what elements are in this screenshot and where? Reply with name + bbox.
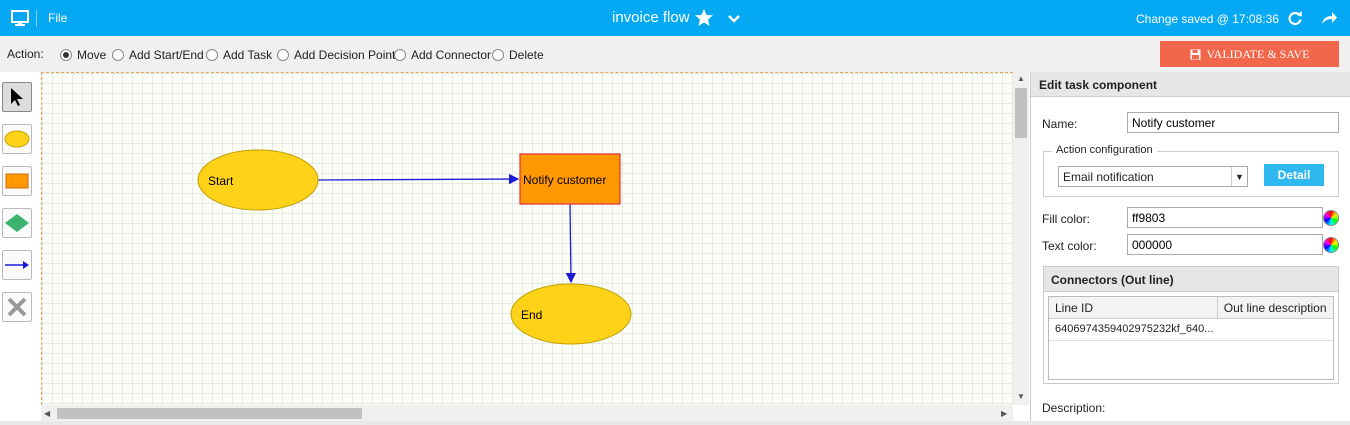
status-strip xyxy=(0,421,1350,425)
panel-title: Edit task component xyxy=(1031,72,1350,97)
start-node[interactable]: Start xyxy=(197,149,319,211)
line-id-cell: 6406974359402975232kf_640... xyxy=(1055,323,1214,335)
radio-label: Add Connector xyxy=(411,48,492,62)
tool-palette xyxy=(0,72,40,425)
divider xyxy=(36,10,37,27)
decision-tool[interactable] xyxy=(2,208,32,238)
flow-title: invoice flow xyxy=(612,9,690,26)
radio-label: Delete xyxy=(509,48,544,62)
action-bar: Action: Move Add Start/End Add Task Add … xyxy=(0,36,1350,72)
name-input[interactable] xyxy=(1127,112,1339,133)
text-color-label: Text color: xyxy=(1042,239,1097,253)
name-label: Name: xyxy=(1042,117,1078,131)
task-tool[interactable] xyxy=(2,166,32,196)
task-node[interactable]: Notify customer xyxy=(519,153,621,205)
arrow-right-icon xyxy=(5,261,29,269)
ellipse-icon xyxy=(4,130,30,148)
share-icon[interactable] xyxy=(1320,10,1338,26)
chevron-down-icon[interactable] xyxy=(726,11,742,27)
action-label: Action: xyxy=(7,47,44,61)
text-color-input[interactable] xyxy=(1127,234,1323,255)
scroll-thumb[interactable] xyxy=(57,408,362,419)
connectors-table: Line ID Out line description 64069743594… xyxy=(1048,296,1334,380)
task-label: Notify customer xyxy=(523,173,606,187)
validate-save-button[interactable]: VALIDATE & SAVE xyxy=(1160,41,1339,67)
diamond-icon xyxy=(5,214,29,232)
radio-add-decision-point[interactable]: Add Decision Point xyxy=(277,48,395,62)
close-icon xyxy=(7,297,27,317)
file-menu[interactable]: File xyxy=(48,11,68,25)
radio-move[interactable]: Move xyxy=(60,48,106,62)
description-cell xyxy=(1218,319,1333,340)
radio-add-connector[interactable]: Add Connector xyxy=(394,48,491,62)
scroll-down-icon[interactable]: ▼ xyxy=(1017,392,1025,401)
pointer-tool[interactable] xyxy=(2,82,32,112)
rectangle-icon xyxy=(5,173,29,189)
scroll-up-icon[interactable]: ▲ xyxy=(1017,74,1025,83)
column-header-line-id[interactable]: Line ID xyxy=(1049,297,1218,318)
radio-dot[interactable] xyxy=(206,49,218,61)
radio-dot[interactable] xyxy=(277,49,289,61)
action-select-value: Email notification xyxy=(1063,170,1154,184)
validate-save-label: VALIDATE & SAVE xyxy=(1206,46,1310,61)
vertical-scrollbar[interactable]: ▲ ▼ xyxy=(1013,72,1029,405)
start-label: Start xyxy=(208,174,234,188)
action-select[interactable]: Email notification ▼ xyxy=(1058,166,1248,187)
refresh-icon[interactable] xyxy=(1287,10,1303,26)
top-bar: File invoice flow Change saved @ 17:08:3… xyxy=(0,0,1350,36)
edit-panel: Edit task component Name: Action configu… xyxy=(1030,72,1350,425)
fill-color-input[interactable] xyxy=(1127,207,1323,228)
fill-color-label: Fill color: xyxy=(1042,212,1091,226)
diagram-canvas[interactable]: Start Notify customer End xyxy=(41,72,1013,405)
connector-task-end[interactable] xyxy=(565,203,577,284)
radio-label: Add Decision Point xyxy=(294,48,396,62)
monitor-icon[interactable] xyxy=(11,9,29,27)
radio-dot[interactable] xyxy=(492,49,504,61)
table-header: Line ID Out line description xyxy=(1049,297,1333,319)
radio-label: Add Start/End xyxy=(129,48,204,62)
action-config-group: Action configuration Email notification … xyxy=(1043,144,1339,197)
start-end-tool[interactable] xyxy=(2,124,32,154)
radio-dot-selected[interactable] xyxy=(60,49,72,61)
color-wheel-icon[interactable] xyxy=(1323,210,1339,226)
radio-dot[interactable] xyxy=(112,49,124,61)
color-wheel-icon[interactable] xyxy=(1323,237,1339,253)
radio-dot[interactable] xyxy=(394,49,406,61)
connectors-title: Connectors (Out line) xyxy=(1044,267,1338,292)
floppy-icon xyxy=(1190,49,1201,59)
detail-button[interactable]: Detail xyxy=(1264,164,1324,186)
diagram-svg: Start Notify customer End xyxy=(197,149,632,345)
scroll-thumb[interactable] xyxy=(1015,88,1027,138)
cursor-arrow-icon xyxy=(11,88,23,106)
radio-add-task[interactable]: Add Task xyxy=(206,48,272,62)
connector-tool[interactable] xyxy=(2,250,32,280)
end-node[interactable]: End xyxy=(510,283,632,345)
horizontal-scrollbar[interactable]: ◀ ▶ xyxy=(41,405,1013,421)
connector-start-task[interactable] xyxy=(317,173,520,185)
scroll-right-icon[interactable]: ▶ xyxy=(1001,409,1008,418)
radio-add-start-end[interactable]: Add Start/End xyxy=(112,48,204,62)
description-label: Description: xyxy=(1042,401,1106,415)
delete-tool[interactable] xyxy=(2,292,32,322)
connectors-panel: Connectors (Out line) Line ID Out line d… xyxy=(1043,266,1339,384)
radio-label: Add Task xyxy=(223,48,273,62)
chevron-down-icon[interactable]: ▼ xyxy=(1231,167,1247,186)
star-icon[interactable] xyxy=(694,8,714,28)
scroll-left-icon[interactable]: ◀ xyxy=(44,409,51,418)
table-row[interactable]: 6406974359402975232kf_640... xyxy=(1049,319,1333,341)
end-label: End xyxy=(521,308,542,322)
save-status: Change saved @ 17:08:36 xyxy=(1136,12,1279,26)
action-config-legend: Action configuration xyxy=(1052,144,1157,156)
column-header-description[interactable]: Out line description xyxy=(1223,301,1327,315)
radio-delete[interactable]: Delete xyxy=(492,48,544,62)
radio-label: Move xyxy=(77,48,107,62)
